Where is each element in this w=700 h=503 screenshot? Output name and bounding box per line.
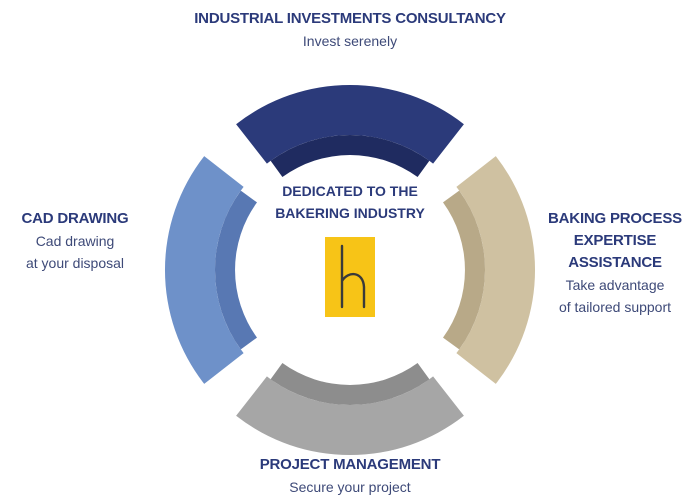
segment-left [164, 156, 244, 384]
segment-bottom-inner-band [270, 363, 430, 406]
label-cad-drawing: CAD DRAWING Cad drawing at your disposal [10, 208, 140, 274]
label-title-line3: ASSISTANCE [568, 254, 662, 271]
center-caption-line2: BAKERING INDUSTRY [275, 205, 425, 221]
logo-h-icon [340, 244, 366, 309]
label-title: PROJECT MANAGEMENT [259, 456, 441, 473]
label-baking-process: BAKING PROCESS EXPERTISE ASSISTANCE Take… [540, 208, 690, 318]
label-title: INDUSTRIAL INVESTMENTS CONSULTANCY [194, 10, 506, 27]
segment-right-inner-band [443, 190, 486, 350]
segment-bottom [236, 376, 464, 456]
label-title-line1: BAKING PROCESS [548, 210, 682, 227]
label-subtitle-line1: Cad drawing [35, 233, 115, 249]
label-subtitle: Invest serenely [302, 33, 398, 49]
label-title-line2: EXPERTISE [573, 232, 657, 249]
label-subtitle-line2: of tailored support [558, 299, 672, 315]
segment-left-inner-band [214, 190, 257, 350]
center-caption-line1: DEDICATED TO THE [282, 183, 418, 199]
label-title: CAD DRAWING [21, 210, 129, 227]
label-subtitle-line2: at your disposal [25, 255, 125, 271]
center-caption: DEDICATED TO THE BAKERING INDUSTRY [250, 180, 450, 224]
label-industrial-investments: INDUSTRIAL INVESTMENTS CONSULTANCY Inves… [0, 8, 700, 52]
company-logo [325, 237, 375, 317]
segment-top [236, 84, 464, 164]
label-project-management: PROJECT MANAGEMENT Secure your project [0, 454, 700, 498]
label-subtitle-line1: Take advantage [565, 277, 665, 293]
label-subtitle: Secure your project [289, 479, 411, 495]
segment-right [456, 156, 536, 384]
segment-top-inner-band [270, 134, 430, 177]
